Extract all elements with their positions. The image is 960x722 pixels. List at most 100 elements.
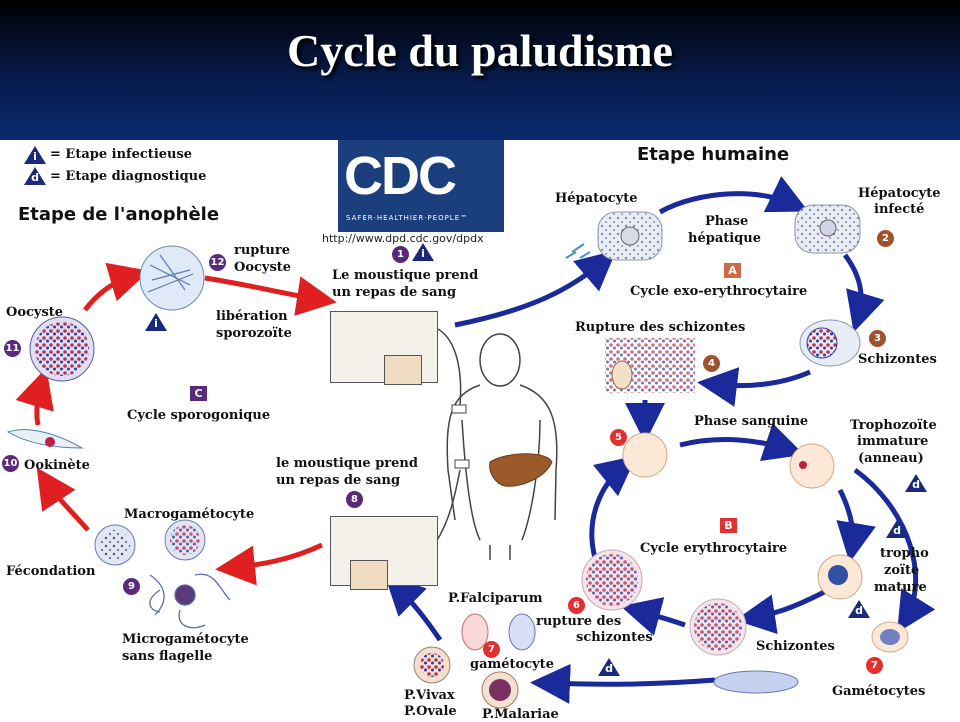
label-p-vivax: P.Vivax xyxy=(404,688,455,703)
cdc-url: http://www.dpd.cdc.gov/dpdx xyxy=(322,232,484,245)
arrow-infected-to-schizont xyxy=(842,253,885,333)
label-rupture-blood-1: rupture des xyxy=(536,614,622,629)
diagnostic-marker-2: d xyxy=(886,520,908,538)
step-11-badge: 11 xyxy=(4,340,21,357)
step-3-badge: 3 xyxy=(869,330,886,347)
label-tropho-mature-1: tropho xyxy=(880,546,929,561)
legend-diagnostic-icon: d xyxy=(24,167,46,185)
label-tropho-immature-3: (anneau) xyxy=(858,451,924,466)
label-rupture-blood-2: schizontes xyxy=(576,630,653,645)
diagnostic-marker-1: d xyxy=(905,474,927,492)
label-fecondation: Fécondation xyxy=(6,564,96,579)
stage-code-c: C xyxy=(190,386,207,401)
legend-infectious-icon: i xyxy=(24,146,46,164)
step-8-badge: 8 xyxy=(346,491,363,508)
title-banner: Cycle du paludisme xyxy=(0,0,960,140)
arrow-mature-to-schizont xyxy=(735,587,830,635)
gametocyte-banana xyxy=(713,670,799,694)
diagnostic-marker-4: d xyxy=(598,658,620,676)
label-cycle-erythro: Cycle erythrocytaire xyxy=(640,541,788,556)
step-7-badge: 7 xyxy=(866,657,883,674)
rbc-merozoite xyxy=(622,432,668,478)
arrow-gametocytes-to-mosquito xyxy=(384,574,443,642)
label-gametocyte: gamétocyte xyxy=(470,657,554,672)
label-p-malariae: P.Malariae xyxy=(482,707,559,722)
arrow-rupture-to-rbc-loop xyxy=(589,455,637,559)
ookinete-shape xyxy=(6,429,84,449)
step-5-badge: 5 xyxy=(610,429,627,446)
label-rupture-schizontes: Rupture des schizontes xyxy=(575,320,746,335)
falciparum-male xyxy=(508,613,536,651)
arrow-oocyst-to-rupture xyxy=(83,262,150,312)
rupture-oocyst-shape xyxy=(139,245,205,311)
label-hepatocyte: Hépatocyte xyxy=(555,191,638,206)
label-gametocytes: Gamétocytes xyxy=(832,684,926,699)
arrow-ookinete-to-oocyst xyxy=(15,367,54,426)
label-cycle-exo: Cycle exo-erythrocytaire xyxy=(630,284,808,299)
infectious-marker-1: i xyxy=(412,243,434,261)
mosquito-bite-panel-2-detail xyxy=(350,560,388,590)
arrow-schizont-to-rupture-blood xyxy=(620,597,686,636)
label-phase-hepatique-1: Phase xyxy=(705,214,749,229)
stage-code-a: A xyxy=(724,263,741,278)
step-12-badge: 12 xyxy=(209,254,226,271)
step-7b-badge: 7 xyxy=(483,641,500,658)
label-schizontes-liver: Schizontes xyxy=(858,352,937,367)
human-stage-title: Etape humaine xyxy=(637,144,790,165)
arrow-ring-to-gametocyte-cell xyxy=(853,467,936,633)
label-cycle-sporo: Cycle sporogonique xyxy=(127,408,271,423)
label-tropho-immature-2: immature xyxy=(857,434,929,449)
legend-infectious-label: = Etape infectieuse xyxy=(50,147,193,162)
step-6-badge: 6 xyxy=(568,597,585,614)
arrow-fecondation-to-ookinete xyxy=(36,467,90,532)
label-infected-hepatocyte-1: Hépatocyte xyxy=(858,186,941,201)
label-repas-2b: un repas de sang xyxy=(276,473,401,488)
label-infected-hepatocyte-2: infecté xyxy=(874,202,925,217)
arrow-hepatocyte-to-infected xyxy=(658,176,809,215)
step-9-badge: 9 xyxy=(123,578,140,595)
cdc-logo: CDC SAFER·HEALTHIER·PEOPLE™ xyxy=(338,140,504,232)
label-liberation-2: sporozoïte xyxy=(216,326,292,341)
arrow-ring-to-mature xyxy=(836,488,876,563)
legend-diagnostic-label: = Etape diagnostique xyxy=(50,169,207,184)
step-2-badge: 2 xyxy=(877,230,894,247)
liver-shape xyxy=(489,453,553,487)
mosquito-bite-panel-1-detail xyxy=(384,355,422,385)
arrow-meal2-to-gametocytes xyxy=(215,542,324,586)
label-p-falciparum: P.Falciparum xyxy=(448,591,543,606)
label-tropho-immature-1: Trophozoïte xyxy=(850,418,937,433)
label-repas-1a: Le moustique prend xyxy=(332,268,479,283)
label-repas-2a: le moustique prend xyxy=(276,456,418,471)
arrow-oocyst-to-meal xyxy=(204,275,337,316)
ring-trophozoite-cell xyxy=(789,443,835,489)
label-ookinete: Ookinète xyxy=(24,458,90,473)
label-macrogametocyte: Macrogamétocyte xyxy=(124,507,255,522)
infectious-marker-2: i xyxy=(145,313,167,331)
label-microgam-2: sans flagelle xyxy=(122,649,213,664)
label-phase-sanguine: Phase sanguine xyxy=(694,414,809,429)
label-oocyste: Oocyste xyxy=(6,305,64,320)
step-1-badge: 1 xyxy=(392,246,409,263)
label-phase-hepatique-2: hépatique xyxy=(688,231,761,246)
label-tropho-mature-3: mature xyxy=(874,580,927,595)
label-tropho-mature-2: zoïte xyxy=(884,563,920,578)
arrow-meal-to-hepatocyte xyxy=(454,250,617,328)
stage-code-b: B xyxy=(720,518,737,533)
label-p-ovale: P.Ovale xyxy=(404,704,457,719)
arrow-gametocytes-to-left xyxy=(530,663,716,704)
label-microgam-1: Microgamétocyte xyxy=(122,632,249,647)
mosquito-stage-title: Etape de l'anophèle xyxy=(18,204,220,225)
arrow-rbc-to-ring xyxy=(679,423,805,462)
step-4-badge: 4 xyxy=(703,355,720,372)
label-repas-1b: un repas de sang xyxy=(332,285,457,300)
arrow-schizont-to-rupture xyxy=(697,367,811,407)
label-liberation-1: libération xyxy=(216,309,288,324)
diagnostic-marker-3: d xyxy=(848,600,870,618)
label-schizontes-blood: Schizontes xyxy=(756,639,835,654)
step-10-badge: 10 xyxy=(2,455,19,472)
page-title: Cycle du paludisme xyxy=(287,25,673,76)
label-rupture-oocyste-1: rupture xyxy=(234,243,290,258)
microgametocyte-shape xyxy=(149,573,231,629)
falciparum-female xyxy=(461,613,489,651)
